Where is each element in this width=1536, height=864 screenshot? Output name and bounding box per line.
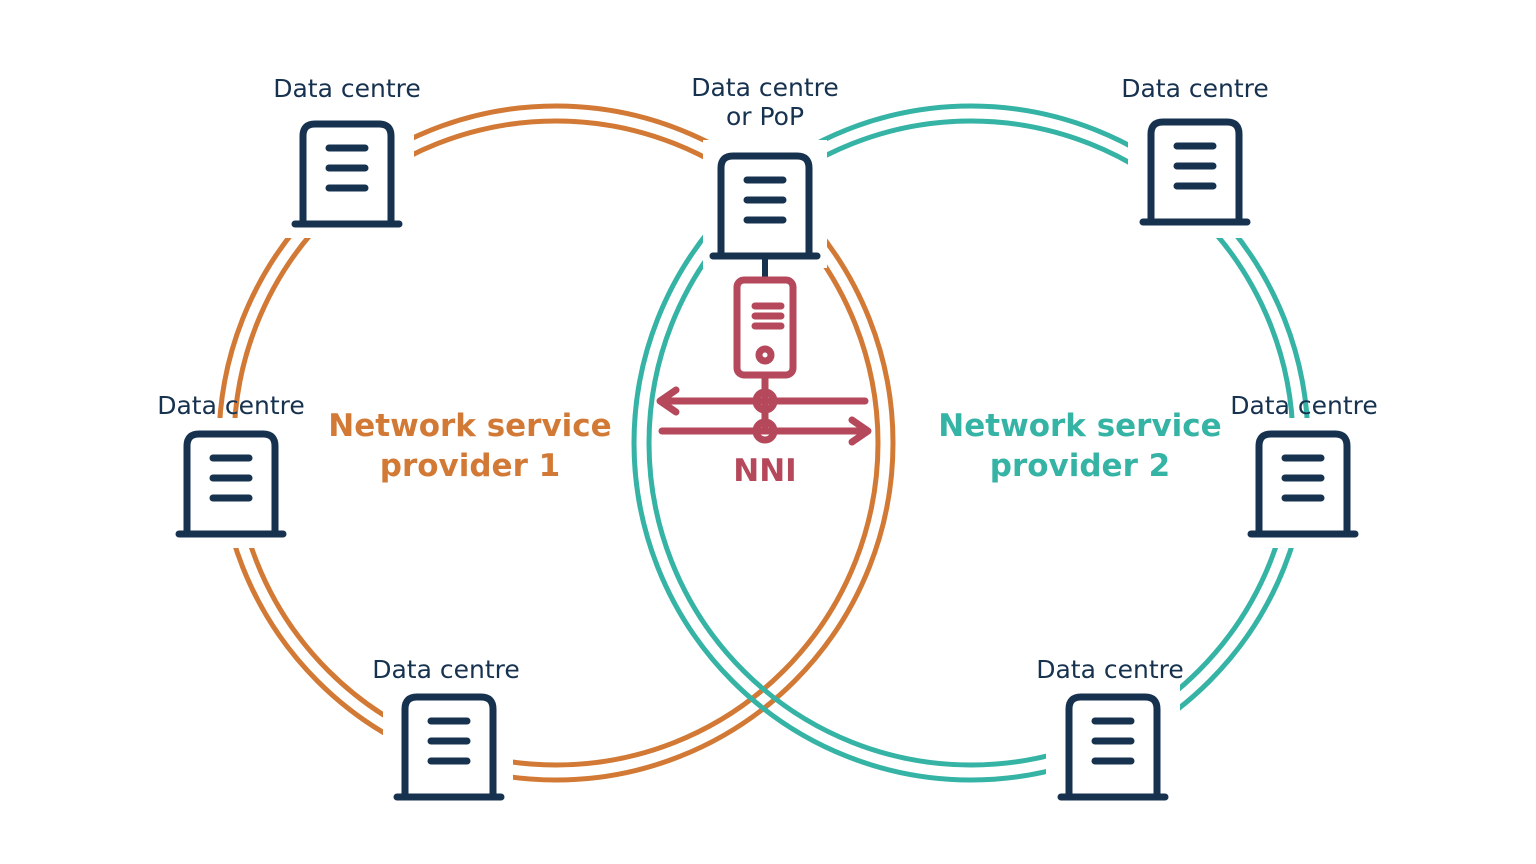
server-icon-top-left	[291, 120, 403, 228]
label-top-left: Data centre	[273, 74, 421, 103]
server-icon-left	[175, 430, 287, 538]
provider1-label-line2: provider 1	[380, 448, 560, 484]
nni-label: NNI	[733, 453, 796, 489]
label-bottom-right: Data centre	[1036, 655, 1184, 684]
label-center-line2: or PoP	[726, 102, 804, 131]
label-left: Data centre	[157, 391, 305, 420]
server-icon-top-right	[1139, 118, 1251, 226]
label-right: Data centre	[1230, 391, 1378, 420]
provider1-label-line1: Network service	[328, 408, 611, 444]
server-icon-bottom-left	[393, 693, 505, 801]
label-bottom-left: Data centre	[372, 655, 520, 684]
server-icon-bottom-right	[1057, 693, 1169, 801]
label-top-right: Data centre	[1121, 74, 1269, 103]
nni-arrow-left	[656, 386, 869, 416]
nni-arrow-right	[658, 416, 872, 446]
label-center-line1: Data centre	[691, 73, 839, 102]
provider2-label-line2: provider 2	[990, 448, 1170, 484]
server-icon-center	[709, 152, 821, 260]
provider2-label-line1: Network service	[938, 408, 1221, 444]
server-icon-right	[1247, 430, 1359, 538]
